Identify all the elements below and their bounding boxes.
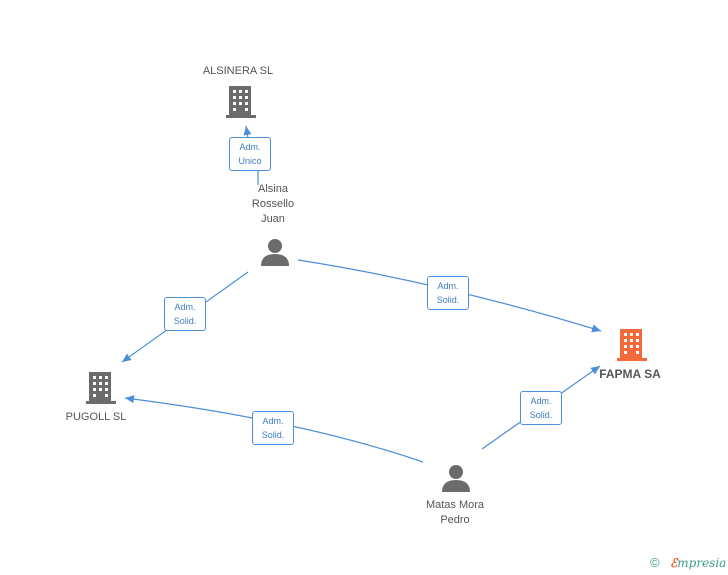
node-label-line: Matas Mora <box>425 499 485 511</box>
building-icon-highlighted <box>617 329 647 361</box>
edge-label-line: Adm. <box>174 302 196 312</box>
node-label-line: Rossello <box>251 198 295 210</box>
person-icon <box>261 239 289 266</box>
node-label-pugoll[interactable]: PUGOLL SL <box>65 411 127 423</box>
edge-label-matas-pugoll[interactable]: Adm. Solid. <box>252 411 294 445</box>
edge-label-line: Solid. <box>173 316 197 326</box>
node-label-alsinera[interactable]: ALSINERA SL <box>202 65 274 77</box>
edge-label-matas-fapma[interactable]: Adm. Solid. <box>520 391 562 425</box>
edge-label-line: Solid. <box>436 295 460 305</box>
edge-alsina-alsinera <box>246 126 259 185</box>
building-icon <box>226 86 256 118</box>
edge-label-line: Adm. <box>262 416 284 426</box>
copyright-icon: © <box>650 555 660 570</box>
edge-label-line: Unico <box>238 156 262 166</box>
node-label-alsina[interactable]: Alsina Rossello Juan <box>233 182 313 227</box>
edge-label-alsina-pugoll[interactable]: Adm. Solid. <box>164 297 206 331</box>
edge-label-line: Adm. <box>530 396 552 406</box>
person-icon <box>442 465 470 492</box>
node-label-matas[interactable]: Matas Mora Pedro <box>413 498 497 528</box>
edge-label-alsina-alsinera[interactable]: Adm. Unico <box>229 137 271 171</box>
edge-label-line: Solid. <box>529 410 553 420</box>
brand-initial: ℰ <box>670 556 678 570</box>
node-label-line: Juan <box>261 213 285 225</box>
building-icon <box>86 372 116 404</box>
edge-label-alsina-fapma[interactable]: Adm. Solid. <box>427 276 469 310</box>
edge-label-line: Adm. <box>239 142 261 152</box>
brand-name: mpresia <box>677 556 727 570</box>
node-label-line: Pedro <box>440 514 470 526</box>
brand-logo[interactable]: ℰmpresia <box>670 556 726 570</box>
node-label-line: Alsina <box>258 183 288 195</box>
edge-label-line: Adm. <box>437 281 459 291</box>
edge-label-line: Solid. <box>261 430 285 440</box>
node-label-fapma[interactable]: FAPMA SA <box>599 367 661 381</box>
